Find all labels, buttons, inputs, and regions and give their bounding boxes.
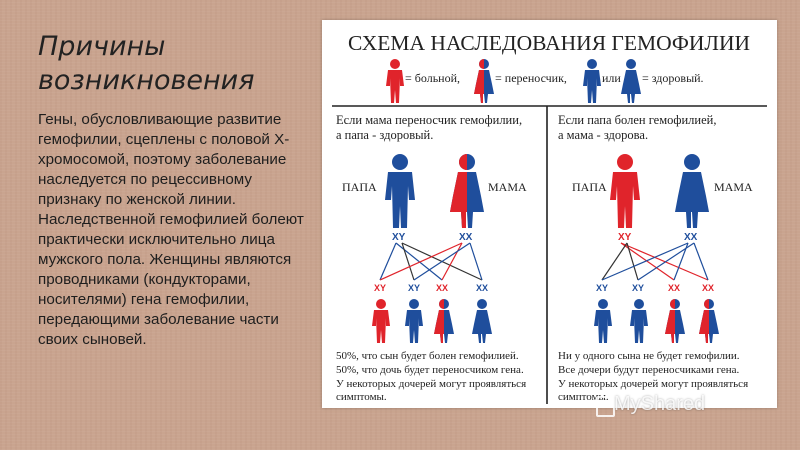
right-cross-lines — [601, 242, 709, 281]
watermark-text: MyShared — [614, 393, 706, 415]
right-dad-label: ПАПА — [572, 180, 607, 194]
left-mom-figure — [450, 154, 484, 228]
left-note-line4: симптомы. — [336, 391, 387, 403]
right-note-line2: Все дочери будут переносчиками гена. — [558, 364, 740, 376]
right-mom-genotype: XX — [684, 232, 698, 243]
left-child2-genotype: XY — [408, 283, 420, 293]
inheritance-diagram: СХЕМА НАСЛЕДОВАНИЯ ГЕМОФИЛИИ = больной, … — [322, 20, 777, 408]
legend: = больной, = переносчик, или = здоровый. — [386, 59, 704, 103]
right-child3-genotype: XX — [668, 283, 680, 293]
diagram-title: СХЕМА НАСЛЕДОВАНИЯ ГЕМОФИЛИИ — [348, 31, 750, 55]
right-note-line1: Ни у одного сына не будет гемофилии. — [558, 350, 740, 362]
legend-healthy-label: = здоровый. — [642, 71, 704, 85]
left-dad-figure — [385, 154, 415, 228]
right-daughter1-carrier-figure — [665, 299, 685, 343]
right-child4-genotype: XX — [702, 283, 714, 293]
right-son1-healthy-figure — [594, 299, 612, 343]
legend-sick-label: = больной, — [405, 71, 460, 85]
watermark-logo-icon — [596, 396, 615, 417]
left-mom-genotype: XX — [459, 232, 473, 243]
left-note-line3: У некоторых дочерей могут проявляться — [336, 378, 526, 390]
right-note-line3: У некоторых дочерей могут проявляться — [558, 378, 748, 390]
right-heading-line2: а мама - здорова. — [558, 128, 648, 142]
right-child1-genotype: XY — [596, 283, 608, 293]
left-child1-genotype: XY — [374, 283, 386, 293]
left-note-line2: 50%, что дочь будет переносчиком гена. — [336, 364, 524, 376]
left-heading-line1: Если мама переносчик гемофилии, — [336, 113, 522, 127]
right-mom-label: МАМА — [714, 180, 753, 194]
right-dad-figure — [610, 154, 640, 228]
left-daughter-carrier-figure — [434, 299, 454, 343]
left-child3-genotype: XX — [436, 283, 448, 293]
left-mom-label: МАМА — [488, 180, 527, 194]
right-heading-line1: Если папа болен гемофилией, — [558, 113, 716, 127]
left-cross-lines — [379, 242, 483, 281]
legend-carrier-label: = переносчик, — [495, 71, 567, 85]
inheritance-diagram-svg: СХЕМА НАСЛЕДОВАНИЯ ГЕМОФИЛИИ = больной, … — [332, 31, 767, 404]
left-daughter-healthy-figure — [472, 299, 492, 343]
left-note-line1: 50%, что сын будет болен гемофилией. — [336, 350, 519, 362]
slide-title: Причины возникновения — [38, 31, 255, 96]
left-heading-line2: а папа - здоровый. — [336, 128, 433, 142]
legend-sick-icon — [386, 59, 404, 103]
left-son-healthy-figure — [405, 299, 423, 343]
right-son2-healthy-figure — [630, 299, 648, 343]
left-son-sick-figure — [372, 299, 390, 343]
legend-carrier-icon — [474, 59, 494, 103]
right-child2-genotype: XY — [632, 283, 644, 293]
legend-healthy-man-icon — [583, 59, 601, 103]
slide-body-text: Гены, обусловливающие развитие гемофилии… — [38, 111, 304, 348]
left-dad-genotype: XY — [392, 232, 406, 243]
right-mom-figure — [675, 154, 709, 228]
right-dad-genotype: XY — [618, 232, 632, 243]
legend-healthy-woman-icon — [621, 59, 641, 103]
left-dad-label: ПАПА — [342, 180, 377, 194]
right-daughter2-carrier-figure — [699, 299, 719, 343]
legend-or-label: или — [602, 71, 621, 85]
left-child4-genotype: XX — [476, 283, 488, 293]
